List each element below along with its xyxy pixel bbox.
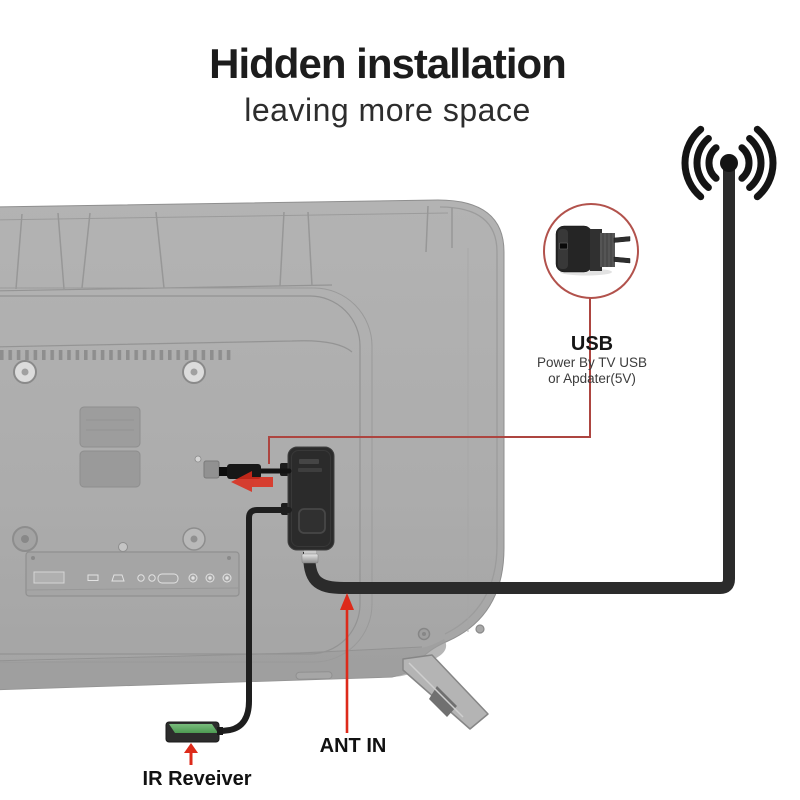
tv-hdmi-port: [194, 455, 220, 479]
usb-desc-line2: or Apdater(5V): [548, 371, 636, 386]
antenna-icon: [681, 125, 777, 201]
tuner-logo-mark: [299, 459, 319, 464]
tv-edge-groove: [439, 206, 498, 635]
ir-cable: [219, 507, 292, 734]
ant-in-label: ANT IN: [319, 735, 387, 757]
tuner-rf-connector: [304, 548, 316, 554]
tuner-body-groove: [291, 450, 331, 547]
ir-receiver-arrow: [184, 743, 198, 765]
tv-connector-panel: [25, 551, 240, 597]
tuner-device: [280, 446, 335, 564]
ir-receiver-device: [165, 721, 223, 743]
page-title: Hidden installation: [209, 40, 567, 87]
tv-recessed-box: [79, 406, 141, 488]
page-subtitle: leaving more space: [244, 92, 531, 128]
tv-back-panel: [0, 199, 505, 730]
tv-vent-slots: [0, 350, 232, 360]
usb-callout-line: [268, 298, 591, 464]
antenna-dot: [720, 154, 738, 172]
usb-adapter-callout: [543, 203, 639, 299]
usb-callout-text: USB Power By TV USB or Apdater(5V): [500, 333, 684, 387]
usb-label: USB: [570, 333, 614, 355]
red-direction-arrows: [184, 471, 354, 765]
usb-power-adapter-icon: [555, 225, 631, 276]
usb-desc-line1: Power By TV USB: [536, 355, 648, 370]
tv-inner-panel-groove-inner: [0, 295, 361, 655]
title-block: Hidden installation leaving more space: [0, 40, 775, 128]
hdmi-plug-head: [227, 464, 261, 479]
tv-stand-leg: [402, 654, 489, 730]
tv-inner-panel-groove-outer: [0, 287, 373, 663]
ant-in-arrow: [340, 593, 354, 733]
ir-receiver-green-face: [169, 724, 218, 733]
tuner-rf-nut: [301, 553, 319, 564]
hdmi-plug: [219, 464, 292, 479]
tv-screws: [12, 360, 485, 641]
tv-bottom-crease: [0, 646, 423, 662]
tuner-panel-square: [298, 508, 326, 534]
ir-receiver-label: IR Reveiver: [142, 768, 252, 790]
antenna-cable: [303, 168, 735, 594]
tv-port-icons: [33, 571, 232, 584]
tuner-logo-mark2: [298, 468, 322, 472]
tv-bottom-notch: [295, 671, 333, 680]
plug-direction-arrow: [231, 471, 273, 492]
tv-top-ribs: [15, 205, 453, 290]
hdmi-plug-tip: [219, 467, 229, 476]
